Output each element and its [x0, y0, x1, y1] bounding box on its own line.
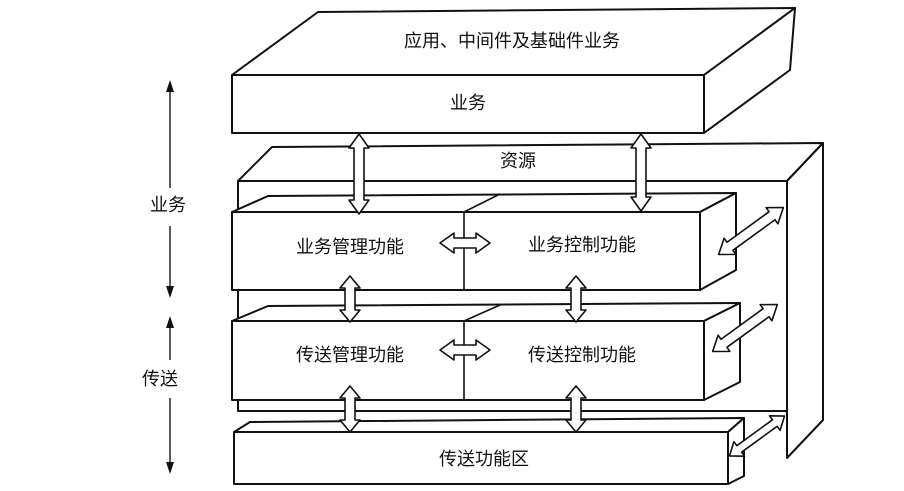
transport-slab-front-face — [231, 320, 705, 401]
transport-area-slab: 传送功能区 — [233, 417, 745, 485]
double-arrow-icon — [711, 303, 779, 353]
transport-area-top-face — [233, 417, 745, 433]
side-label-transport: 传送 — [142, 369, 178, 390]
transport-ctrl-label: 传送控制功能 — [528, 345, 636, 366]
arrow-up-icon — [166, 80, 174, 92]
double-arrow-icon — [339, 385, 361, 433]
resources-right-face — [786, 142, 824, 459]
service-mgmt-label: 业务管理功能 — [296, 237, 404, 258]
transport-mgmt-label: 传送管理功能 — [296, 345, 404, 366]
service-ctrl-label: 业务控制功能 — [528, 235, 636, 256]
double-arrow-icon — [728, 414, 786, 458]
double-arrow-icon — [348, 133, 370, 215]
left-axis: 业务 传送 — [142, 80, 186, 474]
double-arrow-icon — [439, 339, 491, 361]
double-arrow-icon — [339, 275, 361, 323]
resources-label: 资源 — [500, 151, 536, 172]
connection-arrows — [339, 133, 786, 458]
service-label: 业务 — [450, 93, 486, 114]
double-arrow-icon — [565, 385, 587, 433]
arrow-down-icon — [166, 462, 174, 474]
arrow-up-icon — [166, 316, 174, 328]
transport-area-label: 传送功能区 — [439, 449, 529, 470]
transport-function-slab: 传送管理功能 传送控制功能 — [231, 302, 741, 401]
double-arrow-icon — [565, 275, 587, 323]
arrow-down-icon — [166, 286, 174, 298]
service-slab-front-face — [231, 211, 701, 291]
side-label-service: 业务 — [150, 195, 186, 216]
top-slab-front-face — [231, 74, 705, 134]
top-layer-label: 应用、中间件及基础件业务 — [404, 31, 620, 52]
service-slab-top-divider — [463, 193, 501, 213]
top-service-slab: 应用、中间件及基础件业务 业务 — [231, 7, 796, 134]
transport-area-front-face — [233, 431, 729, 485]
double-arrow-icon — [717, 206, 785, 256]
double-arrow-icon — [630, 133, 652, 212]
transport-slab-top-divider — [463, 304, 501, 322]
resources-frame: 资源 — [237, 142, 824, 459]
double-arrow-icon — [439, 232, 491, 254]
